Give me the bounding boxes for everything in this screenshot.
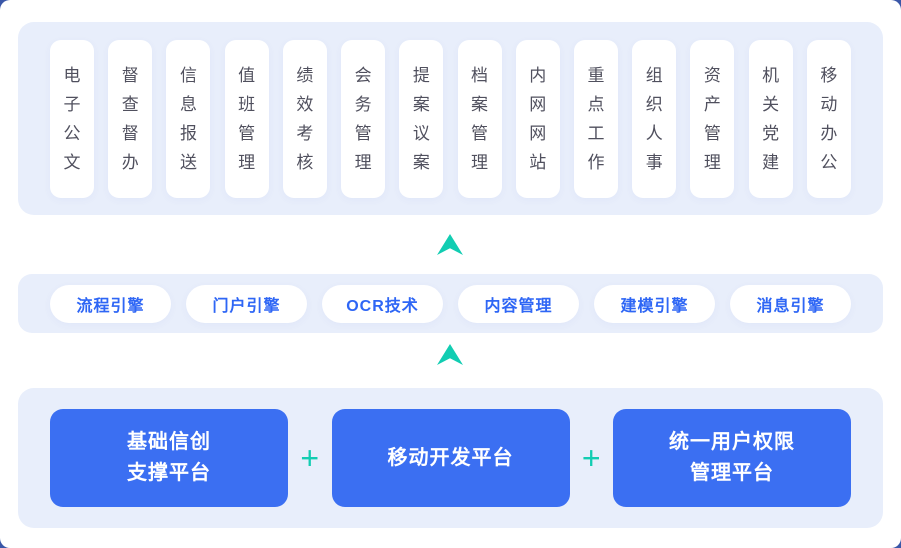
platform-block-unified-user-auth: 统一用户权限 管理平台 — [613, 409, 851, 507]
module-card-performance: 绩效考核 — [282, 39, 327, 198]
module-card-label: 提案议案 — [412, 65, 430, 172]
module-card-label: 会务管理 — [354, 65, 372, 172]
module-card-label: 档案管理 — [471, 65, 489, 172]
module-card-label: 组织人事 — [645, 65, 663, 172]
engine-pill-message: 消息引擎 — [730, 284, 851, 323]
engine-pill-modeling: 建模引擎 — [594, 284, 715, 323]
module-card-label: 信息报送 — [179, 65, 197, 172]
module-card-archive: 档案管理 — [457, 39, 502, 198]
module-card-label: 督查督办 — [121, 65, 139, 172]
platform-block-mobile-dev: 移动开发平台 — [331, 409, 570, 507]
module-card-supervision: 督查督办 — [108, 39, 153, 198]
arrow-up-icon — [437, 344, 463, 365]
module-card-label: 绩效考核 — [296, 65, 314, 172]
module-card-label: 电子公文 — [63, 65, 81, 172]
arrow-up-icon — [437, 234, 463, 255]
module-card-hr: 组织人事 — [632, 39, 677, 198]
module-card-proposal: 提案议案 — [399, 39, 444, 198]
module-card-label: 移动办公 — [820, 65, 838, 172]
module-card-mobile-office: 移动办公 — [806, 39, 851, 198]
module-card-label: 值班管理 — [238, 65, 256, 172]
module-card-label: 机关党建 — [762, 65, 780, 172]
module-card-label: 资产管理 — [703, 65, 721, 172]
module-card-key-work: 重点工作 — [573, 39, 618, 198]
platforms-panel: 基础信创 支撑平台 + 移动开发平台 + 统一用户权限 管理平台 — [18, 388, 883, 528]
platform-block-xinchuang-base: 基础信创 支撑平台 — [50, 409, 288, 507]
business-modules-panel: 电子公文 督查督办 信息报送 值班管理 绩效考核 会务管理 提案议案 档案管理 … — [18, 22, 883, 215]
plus-icon: + — [300, 440, 320, 476]
engines-panel: 流程引擎 门户引擎 OCR技术 内容管理 建模引擎 消息引擎 — [18, 274, 883, 333]
engine-pill-portal: 门户引擎 — [186, 284, 307, 323]
module-card-duty-mgmt: 值班管理 — [224, 39, 269, 198]
module-card-asset: 资产管理 — [690, 39, 735, 198]
module-card-info-report: 信息报送 — [166, 39, 211, 198]
module-card-ebook-doc: 电子公文 — [50, 39, 94, 198]
engine-pill-ocr: OCR技术 — [322, 284, 443, 323]
module-card-meeting: 会务管理 — [341, 39, 386, 198]
engine-pill-workflow: 流程引擎 — [50, 284, 171, 323]
engine-pill-content: 内容管理 — [458, 284, 579, 323]
module-card-party: 机关党建 — [748, 39, 793, 198]
plus-icon: + — [581, 440, 601, 476]
module-card-label: 内网网站 — [529, 65, 547, 172]
module-card-label: 重点工作 — [587, 65, 605, 172]
module-card-intranet: 内网网站 — [515, 39, 560, 198]
